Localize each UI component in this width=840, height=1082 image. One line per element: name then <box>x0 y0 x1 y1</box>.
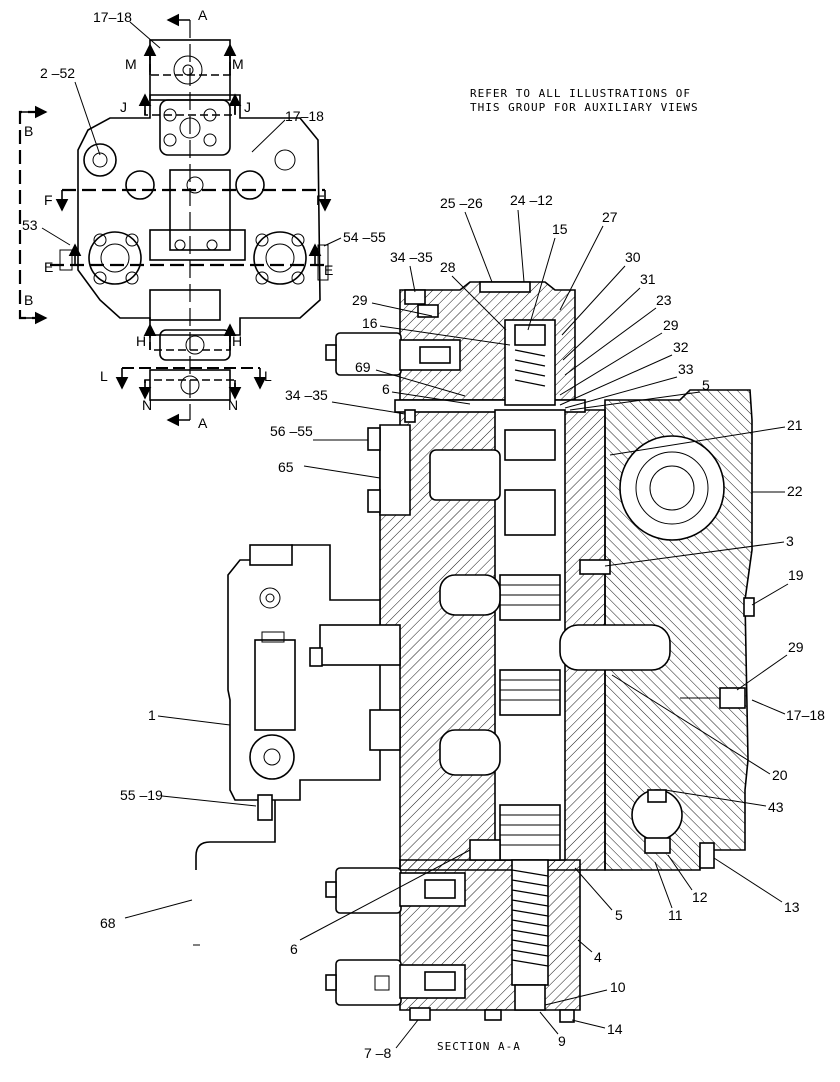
callout-12: 12 <box>692 889 708 905</box>
callout-56-55: 56 –55 <box>270 423 313 439</box>
callout-17-18: 17–18 <box>786 707 825 723</box>
callout-29-c: 29 <box>788 639 804 655</box>
section-b-top: B <box>24 123 33 139</box>
callout-53: 53 <box>22 217 38 233</box>
section-f-left: F <box>44 192 53 208</box>
section-e-right: E <box>324 262 333 278</box>
section-m-left: M <box>125 56 137 72</box>
callout-10: 10 <box>610 979 626 995</box>
callout-21: 21 <box>787 417 803 433</box>
section-caption: SECTION A-A <box>437 1040 521 1053</box>
callout-9: 9 <box>558 1033 566 1049</box>
callout-14: 14 <box>607 1021 623 1037</box>
section-j-left: J <box>120 99 127 115</box>
section-m-right: M <box>232 56 244 72</box>
callout-28: 28 <box>440 259 456 275</box>
callout-23: 23 <box>656 292 672 308</box>
callout-5-low: 5 <box>615 907 623 923</box>
section-e-left: E <box>44 259 53 275</box>
callout-65: 65 <box>278 459 294 475</box>
section-l-left: L <box>100 368 108 384</box>
callout-30: 30 <box>625 249 641 265</box>
callout-6-low: 6 <box>290 941 298 957</box>
section-l-right: L <box>264 368 272 384</box>
callout-32: 32 <box>673 339 689 355</box>
section-b-bottom: B <box>24 292 33 308</box>
callout-4: 4 <box>594 949 602 965</box>
callout-5-top: 5 <box>702 377 710 393</box>
note-line-1: REFER TO ALL ILLUSTRATIONS OF <box>470 87 691 100</box>
callout-6-top: 6 <box>382 381 390 397</box>
section-h-left: H <box>136 333 146 349</box>
section-n-right: N <box>228 397 238 413</box>
callout-25-26: 25 –26 <box>440 195 483 211</box>
callout-20: 20 <box>772 767 788 783</box>
callout-34-35-mid: 34 –35 <box>285 387 328 403</box>
section-f-right: F <box>316 192 325 208</box>
inset-top-view: A A B B E E F F H H J J L L M M N N 17–1… <box>18 7 386 431</box>
callout-1: 1 <box>148 707 156 723</box>
callout-2-52: 2 –52 <box>40 65 75 81</box>
section-n-left: N <box>142 397 152 413</box>
callout-33: 33 <box>678 361 694 377</box>
callout-34-35-top: 34 –35 <box>390 249 433 265</box>
callout-15: 15 <box>552 221 568 237</box>
callouts: 25 –26 24 –12 15 27 34 –35 28 30 31 29 2… <box>100 192 825 1061</box>
callout-68: 68 <box>100 915 116 931</box>
section-h-right: H <box>232 333 242 349</box>
callout-11: 11 <box>668 907 683 923</box>
section-j-right: J <box>244 99 251 115</box>
callout-69: 69 <box>355 359 371 375</box>
note-line-2: THIS GROUP FOR AUXILIARY VIEWS <box>470 101 699 114</box>
callout-13: 13 <box>784 899 800 915</box>
section-a-top: A <box>198 7 208 23</box>
callout-17-18-top: 17–18 <box>93 9 132 25</box>
callout-24-12: 24 –12 <box>510 192 553 208</box>
section-a-bottom: A <box>198 415 208 431</box>
callout-22: 22 <box>787 483 803 499</box>
callout-31: 31 <box>640 271 656 287</box>
main-section-view <box>195 281 755 1023</box>
callout-7-8: 7 –8 <box>364 1045 391 1061</box>
callout-29-b: 29 <box>663 317 679 333</box>
callout-17-18-mid: 17–18 <box>285 108 324 124</box>
callout-19: 19 <box>788 567 804 583</box>
callout-55-19: 55 –19 <box>120 787 163 803</box>
callout-3: 3 <box>786 533 794 549</box>
callout-54-55: 54 –55 <box>343 229 386 245</box>
callout-29-a: 29 <box>352 292 368 308</box>
callout-16: 16 <box>362 315 378 331</box>
callout-43: 43 <box>768 799 784 815</box>
callout-27: 27 <box>602 209 618 225</box>
